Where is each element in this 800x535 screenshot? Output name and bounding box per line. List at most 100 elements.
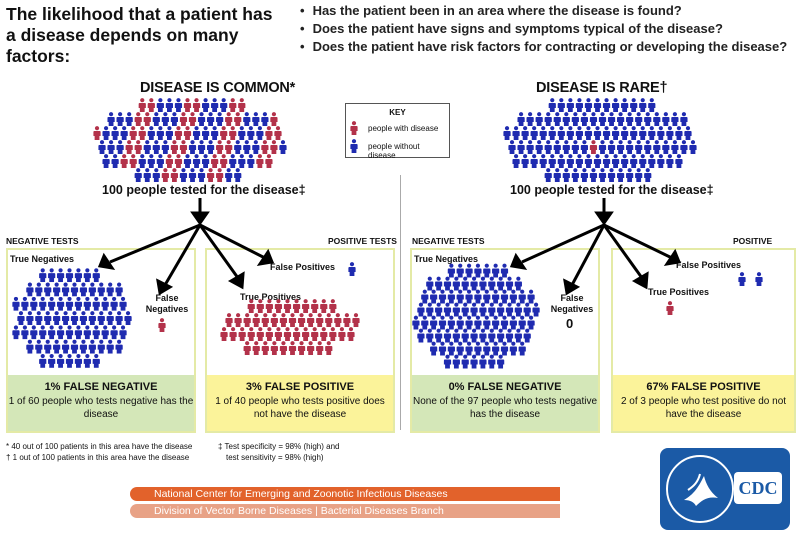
common-crowd-person (152, 140, 160, 154)
common-crowd-person (147, 154, 155, 168)
rare-true-negative-person (497, 328, 505, 343)
rare-crowd-person (575, 126, 584, 140)
common-crowd-person (238, 154, 246, 168)
rare-crowd-person (626, 112, 634, 126)
rare-crowd-person (611, 98, 620, 112)
rare-crowd-person (548, 126, 556, 140)
common-crowd-person (234, 112, 242, 126)
common-true-positive-person (297, 313, 306, 327)
rare-true-negative-person (430, 289, 438, 304)
rare-true-negative-person (492, 289, 500, 304)
common-true-negative-person (101, 325, 109, 340)
common-crowd-person (211, 154, 219, 168)
common-true-positive-person (220, 327, 228, 341)
common-crowd-person (107, 140, 115, 154)
rare-true-negative-person (447, 341, 455, 356)
rare-crowd-person (539, 154, 547, 168)
common-true-positive-person (288, 313, 297, 327)
rare-true-negative-person (483, 341, 491, 356)
rare-crowd-person (630, 98, 638, 112)
common-false-negative-person (158, 318, 166, 332)
rare-true-negative-person (452, 276, 460, 291)
rare-true-negative-person (443, 328, 452, 343)
common-true-positive-person (302, 299, 310, 313)
rare-crowd-person (671, 112, 679, 126)
common-crowd-person (174, 126, 183, 140)
rare-crowd-person (598, 140, 607, 154)
common-crowd-person (265, 126, 273, 140)
common-true-negative-person (39, 325, 47, 340)
common-true-negative-person (44, 339, 52, 354)
rare-true-negative-person (426, 276, 434, 291)
rare-crowd-person (616, 112, 625, 126)
caption-title: 67% FALSE POSITIVE (646, 381, 761, 393)
rare-true-negative-person (488, 302, 496, 317)
common-crowd-person (220, 154, 228, 168)
common-true-negative-person (83, 353, 91, 368)
common-crowd-person (143, 168, 151, 182)
rare-true-negative-person (497, 354, 505, 369)
rare-true-negative-person (452, 354, 460, 369)
common-true-negative-person (115, 339, 123, 354)
common-crowd-person (161, 140, 169, 154)
rare-true-negative-person (518, 289, 526, 304)
rare-true-negative-person (523, 302, 531, 317)
common-true-negative-person (97, 311, 105, 325)
common-crowd-person (216, 112, 224, 126)
division-banner: Division of Vector Borne Diseases | Bact… (130, 504, 560, 518)
common-true-negative-person (92, 353, 100, 368)
common-true-positive-person (270, 313, 278, 327)
rare-crowd-person (517, 140, 525, 154)
rare-false-positive-person (755, 272, 763, 286)
common-crowd-person (107, 112, 115, 126)
rare-true-negative-person (443, 354, 452, 369)
common-true-negative-person (65, 353, 74, 368)
common-true-negative-person (70, 339, 79, 354)
rare-true-negative-person (438, 289, 447, 304)
rare-true-negative-person (456, 289, 464, 304)
caption-text: 1 of 40 people who tests positive does n… (215, 396, 385, 420)
rare-true-negative-person (438, 341, 447, 356)
common-true-negative-person (74, 268, 83, 283)
common-crowd-person (174, 154, 183, 168)
common-crowd-person (134, 140, 142, 154)
common-crowd-person (111, 126, 119, 140)
rare-true-negative-person (527, 315, 535, 330)
common-crowd-person (134, 112, 142, 126)
rare-true-negative-person (443, 302, 452, 317)
rare-true-negative-person (500, 289, 509, 304)
common-crowd-person (138, 126, 146, 140)
rare-false-positives-label: False Positives (676, 260, 742, 270)
common-crowd-person (220, 126, 228, 140)
common-crowd-person (225, 112, 233, 126)
common-true-negative-person (74, 296, 83, 311)
common-crowd-person (165, 98, 174, 112)
common-crowd-person (102, 154, 110, 168)
common-crowd-person (261, 112, 269, 126)
common-true-positive-person (256, 299, 264, 313)
rare-crowd-person (548, 154, 556, 168)
common-true-negative-person (124, 311, 132, 325)
rare-true-negative-person (461, 276, 469, 291)
common-false-positive-caption: 3% FALSE POSITIVE 1 of 40 people who tes… (207, 375, 393, 431)
rare-true-negative-person (465, 263, 473, 278)
branch-arrows (97, 198, 682, 296)
common-true-positive-person (329, 327, 337, 341)
common-true-negative-person (88, 282, 96, 297)
rare-crowd-person (562, 168, 570, 182)
common-true-positive-person (274, 299, 283, 313)
key-box: KEY people with disease people without d… (345, 103, 450, 160)
common-true-negative-person (56, 325, 65, 340)
rare-crowd-person (621, 154, 629, 168)
rare-true-negative-person (421, 315, 429, 330)
rare-crowd-person (544, 112, 552, 126)
rare-true-negative-person (430, 341, 438, 356)
rare-crowd-person (648, 126, 656, 140)
rare-true-negative-person (470, 328, 478, 343)
rare-true-negative-person (514, 276, 522, 291)
common-heading: DISEASE IS COMMON* (140, 80, 296, 96)
common-true-negative-person (61, 339, 70, 354)
common-crowd-person (143, 112, 151, 126)
common-true-negative-person (56, 353, 65, 368)
common-true-negative-person (53, 339, 61, 354)
